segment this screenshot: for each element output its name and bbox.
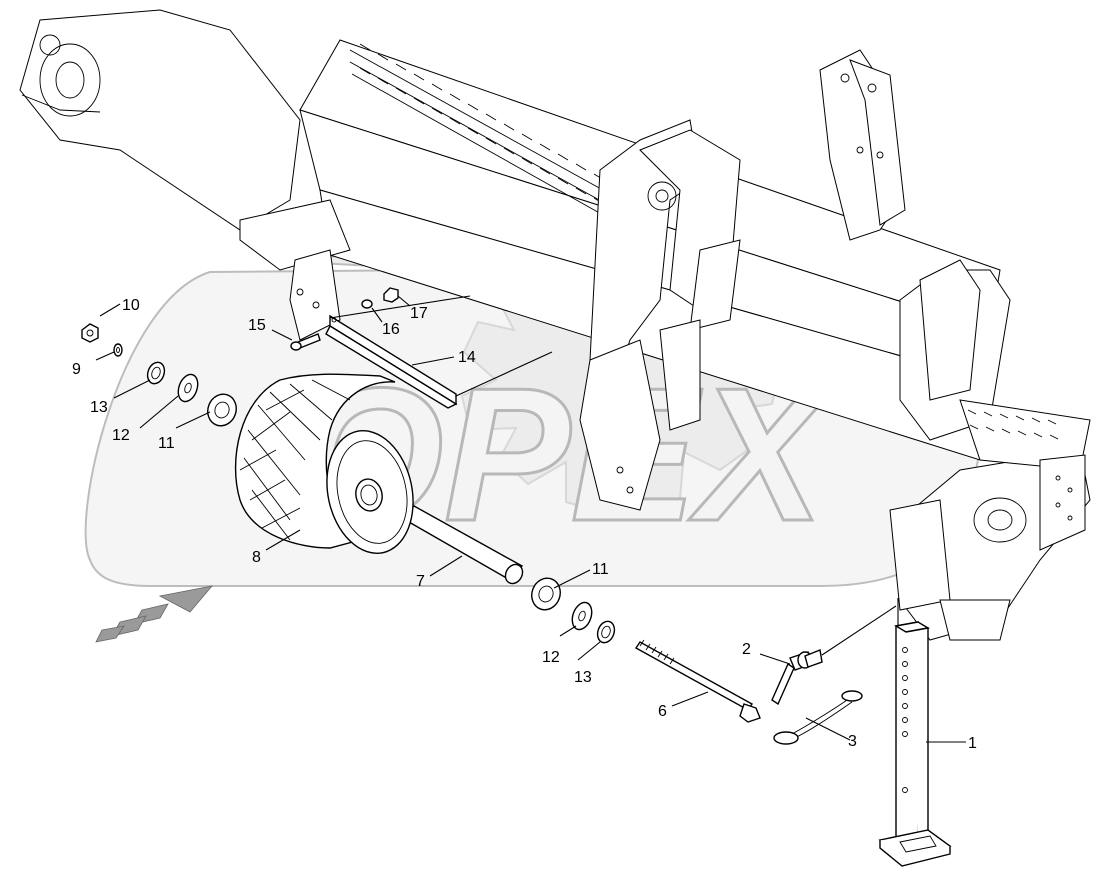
label-10: 10	[122, 297, 140, 314]
label-11-right: 11	[592, 561, 609, 578]
label-17: 17	[410, 305, 428, 322]
label-7: 7	[416, 573, 425, 590]
label-9: 9	[72, 361, 81, 378]
bolt[interactable]	[634, 639, 761, 723]
label-12-right: 12	[542, 649, 560, 666]
label-8: 8	[252, 549, 261, 566]
nut-left[interactable]	[81, 323, 99, 343]
seal-ring-left[interactable]	[145, 360, 168, 386]
washer-left[interactable]	[113, 343, 123, 357]
label-15: 15	[248, 317, 266, 334]
label-14: 14	[458, 349, 476, 366]
bearing-left[interactable]	[203, 390, 240, 430]
direction-arrow	[95, 585, 214, 643]
support-leg[interactable]	[878, 598, 952, 867]
scraper[interactable]	[325, 295, 553, 409]
label-16: 16	[382, 321, 400, 338]
pin[interactable]	[771, 605, 897, 706]
leader-lines	[95, 295, 966, 743]
wheel[interactable]	[234, 373, 424, 561]
scraper-bolt[interactable]	[290, 333, 321, 351]
washer-left-large[interactable]	[175, 372, 201, 404]
seal-ring-right[interactable]	[595, 619, 618, 645]
tine-row	[349, 43, 631, 230]
machine-frame	[19, 9, 1091, 641]
washer-right[interactable]	[569, 600, 595, 632]
spring-washer[interactable]	[361, 299, 373, 309]
part-labels: 1 2 3 6 7 8 9 10 11 11 12 12 13 13 14 15…	[72, 297, 977, 752]
label-3: 3	[848, 733, 857, 750]
scraper-nut[interactable]	[383, 287, 399, 303]
label-2: 2	[742, 641, 751, 658]
label-11-left: 11	[158, 435, 175, 452]
label-1: 1	[968, 735, 977, 752]
label-6: 6	[658, 703, 667, 720]
label-13-left: 13	[90, 399, 108, 416]
label-13-right: 13	[574, 669, 592, 686]
label-12-left: 12	[112, 427, 130, 444]
bearing-right[interactable]	[527, 574, 564, 614]
